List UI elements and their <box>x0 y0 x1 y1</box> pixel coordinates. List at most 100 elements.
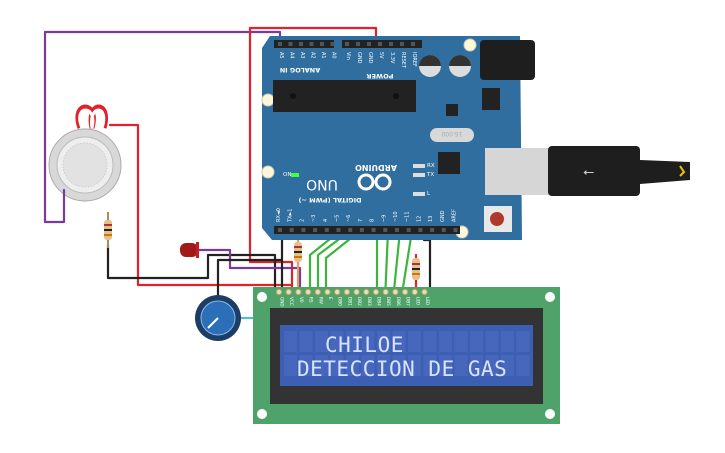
gas-sensor[interactable] <box>48 104 122 202</box>
pin-label: 5V <box>378 52 384 59</box>
lcd-pin[interactable] <box>295 288 302 296</box>
lcd-line-2: DETECCION DE GAS <box>297 357 507 381</box>
lcd-pin-label: DB5 <box>386 297 391 306</box>
lcd-char-cell <box>470 355 483 376</box>
header-pin[interactable] <box>453 228 458 232</box>
header-pin[interactable] <box>278 42 282 46</box>
lcd-char-cell <box>408 355 421 376</box>
lcd-pin-label: LED <box>415 297 420 305</box>
lcd-pin[interactable] <box>275 288 283 296</box>
header-pin[interactable] <box>301 228 306 232</box>
header-pin[interactable] <box>313 228 318 232</box>
header-pin[interactable] <box>430 228 435 232</box>
pin-label: A0 <box>331 52 337 59</box>
header-pin[interactable] <box>367 42 371 46</box>
lcd-pin[interactable] <box>324 288 331 296</box>
analog-in-label: ANALOG IN <box>280 66 320 74</box>
reset-button[interactable] <box>484 206 512 232</box>
pin-label: ~11 <box>405 211 411 222</box>
arduino-uno-board[interactable]: 16.000 ANALOG IN POWER DIGITAL (PWM ~) A… <box>261 36 535 240</box>
lcd-pin[interactable] <box>382 288 389 296</box>
header-pin[interactable] <box>345 42 349 46</box>
header-pin[interactable] <box>406 228 411 232</box>
board-labels: ANALOG IN POWER DIGITAL (PWM ~) ARDUINO … <box>280 66 435 204</box>
arduino-logo <box>357 173 392 191</box>
lcd-pin[interactable] <box>363 288 370 296</box>
header-pin[interactable] <box>441 228 446 232</box>
lcd-char-cell <box>439 355 452 376</box>
lcd-pin-label: DB0 <box>338 297 343 306</box>
lcd-char-cell <box>299 331 313 352</box>
pin-label: 2 <box>299 219 305 222</box>
analog-header[interactable] <box>274 40 334 48</box>
header-pin[interactable] <box>336 228 341 232</box>
lcd-char-cell <box>315 331 328 352</box>
lcd-pin-label: RS <box>309 297 314 303</box>
header-pin[interactable] <box>309 42 314 46</box>
lcd-pin[interactable] <box>353 288 360 296</box>
red-led[interactable] <box>180 242 199 258</box>
lcd-pin[interactable] <box>314 288 321 296</box>
lcd-pin[interactable] <box>392 288 399 296</box>
header-pin[interactable] <box>411 42 415 46</box>
header-pin[interactable] <box>348 228 353 232</box>
header-pin[interactable] <box>299 42 303 46</box>
usb-icon: ⭠ <box>583 164 594 180</box>
header-pin[interactable] <box>320 42 324 46</box>
usb-cable[interactable]: ⭠ <box>485 146 690 196</box>
lcd-char-cell <box>423 355 437 376</box>
resistor-sensor[interactable] <box>104 212 112 248</box>
lcd-char-cell <box>377 331 390 352</box>
lcd-pin[interactable] <box>411 288 418 296</box>
lcd-pin-label: DB6 <box>396 297 401 306</box>
header-pin[interactable] <box>371 228 376 232</box>
resistor-led[interactable] <box>294 242 302 262</box>
header-pin[interactable] <box>330 42 335 46</box>
lcd-pin[interactable] <box>402 288 409 296</box>
lcd-pin[interactable] <box>334 288 341 296</box>
pin-label: ~10 <box>393 211 399 222</box>
header-pin[interactable] <box>378 42 382 46</box>
lcd-pin[interactable] <box>305 288 312 296</box>
header-pin[interactable] <box>400 42 404 46</box>
header-pin[interactable] <box>389 42 393 46</box>
digital-header[interactable] <box>274 226 460 234</box>
pin-label: ~6 <box>346 215 352 222</box>
lcd-line-1: CHILOE <box>325 333 404 357</box>
lcd-pin[interactable] <box>343 288 350 296</box>
pin-label: TX►1 <box>288 208 294 223</box>
lcd-char-cell <box>454 355 468 376</box>
crystal-label: 16.000 <box>441 130 462 137</box>
crystal <box>430 128 474 142</box>
lcd-char-cell <box>377 355 390 376</box>
lcd-pin-label: VCC <box>289 297 294 306</box>
header-pin[interactable] <box>324 228 329 232</box>
header-pin[interactable] <box>383 228 388 232</box>
header-pin[interactable] <box>356 42 360 46</box>
header-pin[interactable] <box>395 228 399 232</box>
header-pin[interactable] <box>418 228 423 232</box>
lcd-char-cell <box>485 355 499 376</box>
lcd-char-cell <box>516 331 530 352</box>
lcd-pin[interactable] <box>421 288 428 296</box>
potentiometer[interactable] <box>195 295 241 341</box>
header-pin[interactable] <box>289 228 294 232</box>
pin-label: Vin <box>345 52 351 60</box>
lcd-char-cell <box>516 355 530 376</box>
power-label: POWER <box>367 72 394 80</box>
lcd-pin[interactable] <box>285 288 292 296</box>
pin-label: IOREF <box>411 52 417 67</box>
resistor-lcd-backlight[interactable] <box>412 258 420 280</box>
power-jack[interactable] <box>480 40 535 80</box>
header-pin[interactable] <box>288 42 293 46</box>
header-pin[interactable] <box>278 228 282 232</box>
header-pin[interactable] <box>359 228 364 232</box>
uno-label: UNO <box>306 176 338 192</box>
pin-label: GND <box>367 52 373 64</box>
on-led-label: ON <box>283 172 291 178</box>
lcd-pin[interactable] <box>372 288 380 296</box>
lcd-char-cell <box>284 355 297 376</box>
lcd-pin-label: LED <box>425 297 430 305</box>
lcd-char-cell <box>346 331 359 352</box>
